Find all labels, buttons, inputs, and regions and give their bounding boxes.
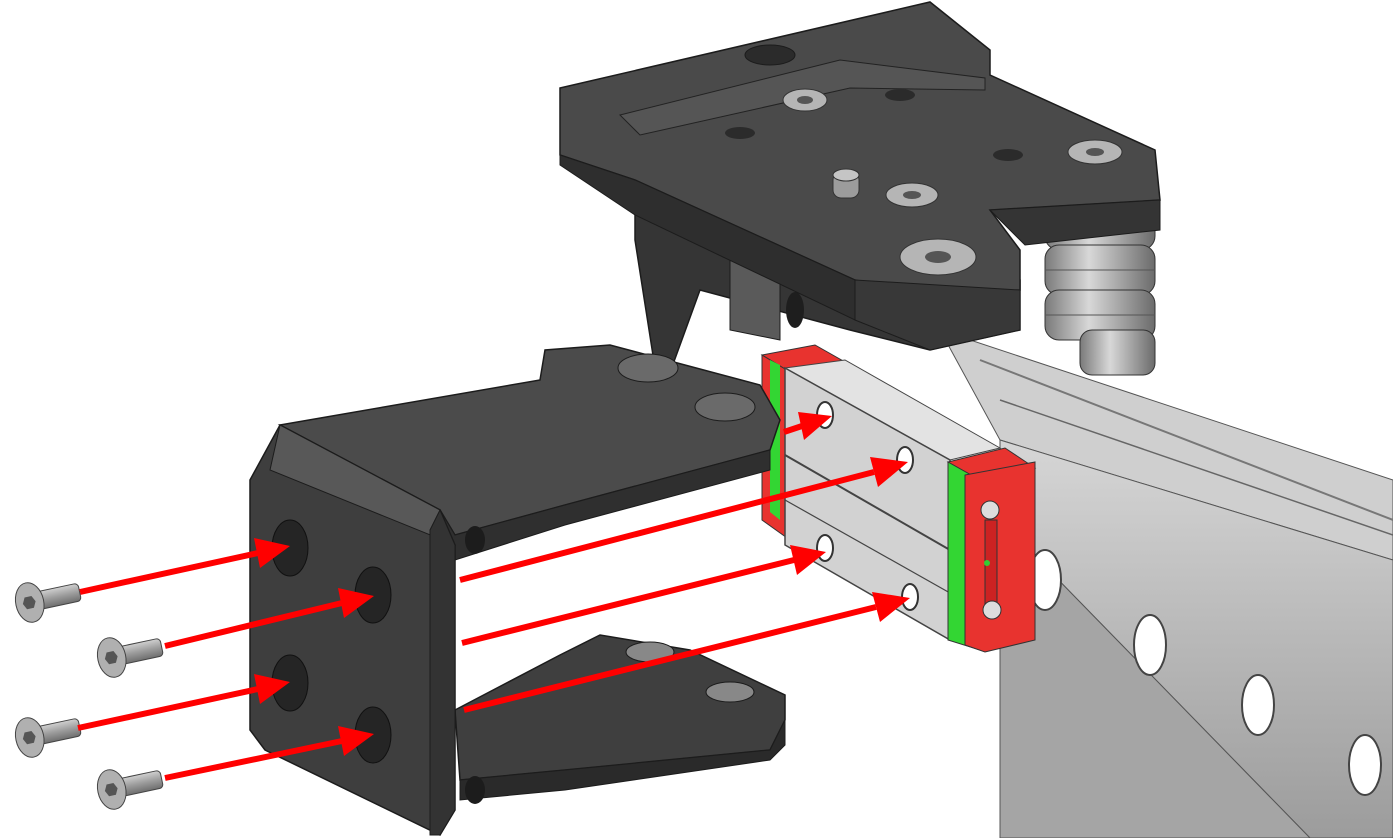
arrow-carriage-4 [463, 592, 910, 713]
screw-hole-icon [725, 127, 755, 139]
arrow-screw-2 [164, 588, 374, 649]
button-head-screw-icon [980, 500, 1000, 520]
screw-hole-icon [465, 526, 485, 554]
plate-screws [725, 44, 1123, 276]
rail-holes [1028, 549, 1382, 796]
button-head-screw-icon [982, 600, 1002, 620]
screw-hole-icon [786, 292, 804, 328]
screw-hole-icon [993, 149, 1023, 161]
screw-hole-icon [885, 89, 915, 101]
arrow-carriage-3 [461, 545, 826, 646]
button-head-screw-icon [96, 637, 164, 678]
button-head-screw-icon [14, 717, 82, 758]
screw-hole-icon [694, 392, 756, 422]
rail-hole [1133, 614, 1167, 676]
rail-carriage-block [760, 344, 1037, 653]
button-head-screw-icon [14, 582, 82, 623]
button-head-screw-icon [96, 769, 164, 810]
screw-hole-icon [617, 353, 679, 383]
screws [14, 582, 164, 810]
assembly-arrows [77, 412, 910, 781]
screw-hole-icon [901, 583, 919, 611]
bearing-icon [1079, 329, 1156, 376]
linear-rail [938, 329, 1393, 838]
rail-hole [1241, 674, 1275, 736]
carriage-holes [816, 401, 919, 611]
u-bracket [249, 344, 786, 836]
screw-hole-icon [465, 776, 485, 804]
rail-hole [1348, 734, 1382, 796]
arrow-screw-4 [164, 726, 374, 781]
arrow-carriage-2 [459, 457, 908, 583]
button-head-screw-icon [705, 681, 755, 703]
screw-hole-icon [744, 44, 796, 66]
arrow-screw-1 [79, 538, 290, 595]
top-carriage-plate [559, 1, 1161, 401]
arrow-screw-3 [77, 674, 290, 731]
arrow-carriage-1 [783, 412, 832, 440]
